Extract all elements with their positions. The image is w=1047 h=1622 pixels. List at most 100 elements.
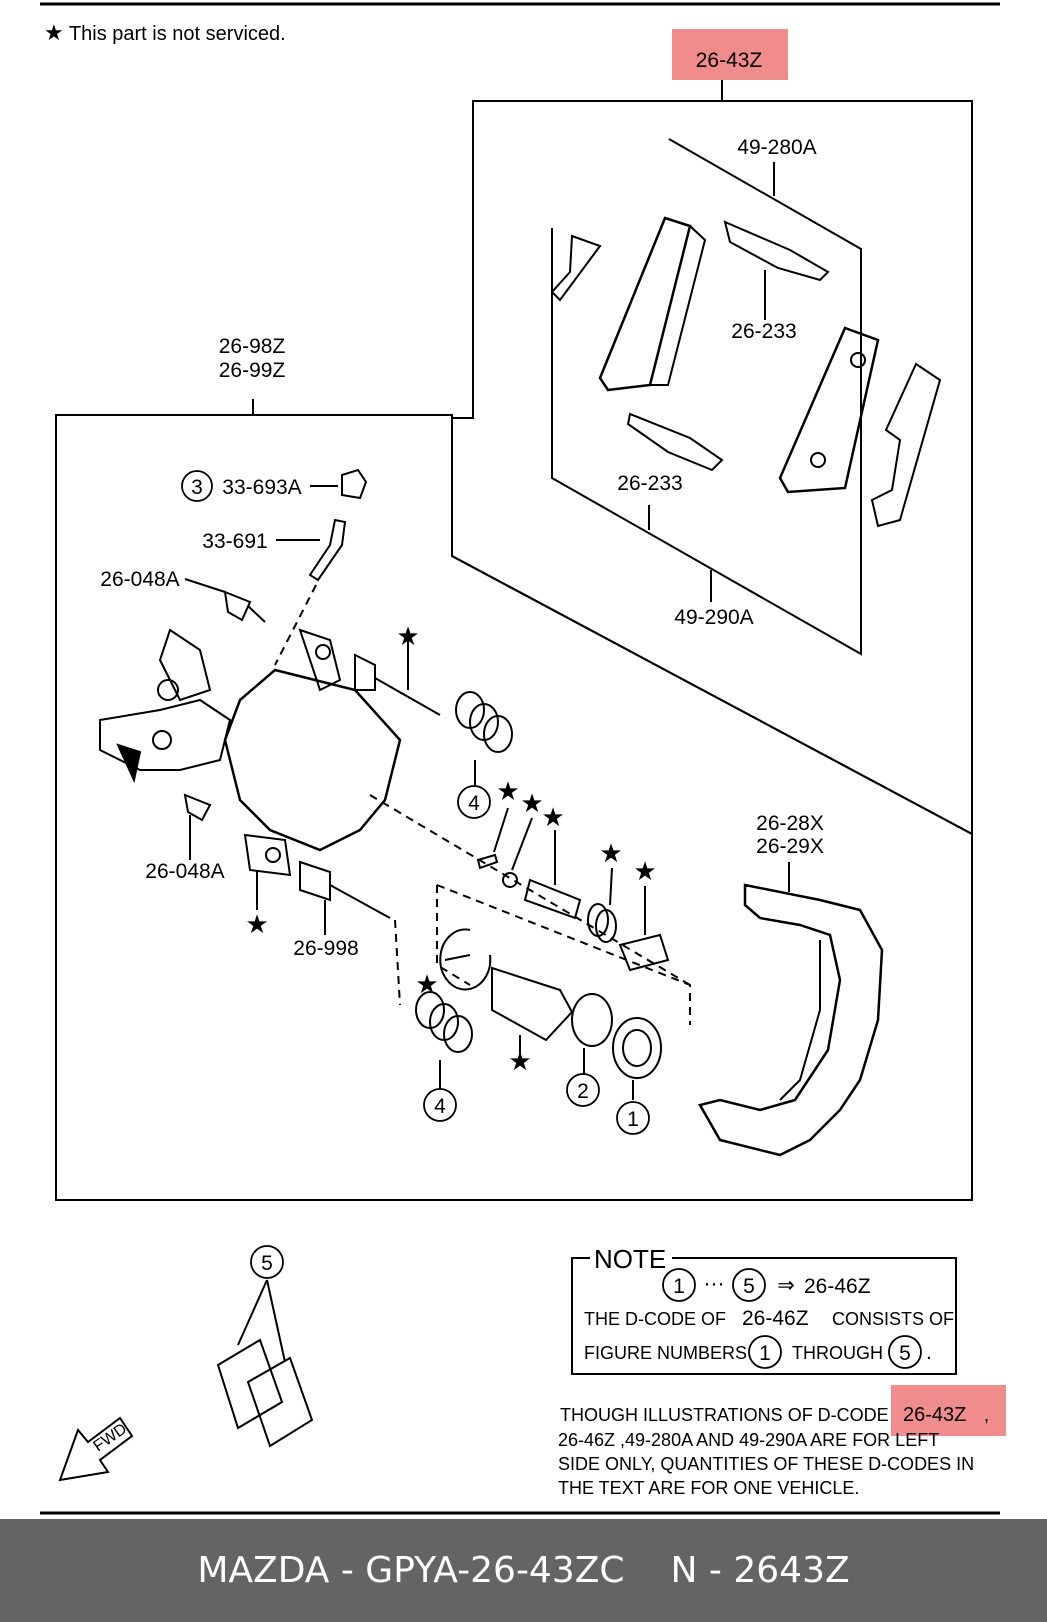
note-line1-a: THE D-CODE OF (584, 1309, 726, 1329)
highlight-kit-top (672, 29, 788, 80)
disclaimer-line1-code: 26-43Z (903, 1404, 966, 1426)
pin-small-leader (493, 807, 509, 853)
note-line2-mid: THROUGH (792, 1343, 883, 1363)
pin-lower-dash (394, 919, 401, 1006)
callout-grease-num: 5 (261, 1252, 273, 1275)
pad-outer-backing (650, 225, 707, 386)
note-line1-code: 26-46Z (742, 1307, 809, 1330)
spring-leader (609, 867, 613, 906)
shim-lower-shape (626, 412, 724, 472)
bolt-lower-shape (183, 793, 212, 822)
lever-tab (116, 743, 142, 784)
callout-shim-lower: 26-233 (617, 472, 682, 495)
bracket-inner (779, 940, 821, 1101)
o-ring (502, 872, 518, 888)
note-range-from: 1 (673, 1275, 685, 1298)
callout-boot-num: 1 (627, 1108, 639, 1131)
pad-inner-shape (778, 326, 880, 494)
cap-shape (341, 468, 368, 500)
note-line1-b: CONSISTS OF (832, 1309, 954, 1329)
pad-outer-shape (598, 216, 692, 392)
grease-number-circle (250, 1245, 284, 1279)
caliper-frame (55, 414, 973, 1201)
footer-bar: MAZDA - GPYA-26-43ZC N - 2643Z (0, 1519, 1047, 1622)
pin-lower-shaft (329, 884, 391, 919)
disclaimer-line4: THE TEXT ARE FOR ONE VEHICLE. (558, 1478, 859, 1498)
callout-kit-top: 26-43Z (696, 49, 763, 72)
star-icon-pin-small: ★ (496, 776, 519, 806)
boot-lower-number-circle (423, 1088, 457, 1122)
callout-bleeder: 33-691 (202, 530, 267, 553)
callout-caliper-l1: 26-98Z (219, 335, 286, 358)
caliper-ear-hole-top (315, 644, 331, 660)
callout-bracket-l2: 26-29X (756, 835, 824, 858)
star-icon-caliper: ★ (245, 909, 268, 939)
bolt-upper-leader (184, 578, 226, 593)
bleeder-shape (308, 518, 347, 582)
callout-cap: 33-693A (222, 476, 301, 499)
footer-part-number: MAZDA - GPYA-26-43ZC (197, 1550, 625, 1591)
note-line2-a: FIGURE NUMBERS (584, 1343, 747, 1363)
note-line2-end: . (926, 1341, 932, 1364)
star-icon-ring: ★ (415, 969, 438, 999)
pin-upper-shaft (374, 677, 441, 716)
star-icon-adjuster: ★ (541, 802, 564, 832)
number-circles (181, 470, 922, 1369)
piston-shape (491, 966, 574, 1042)
legend-text: This part is not serviced. (68, 23, 286, 45)
note-arrow: ⇒ (777, 1274, 795, 1297)
grease-packet-1 (216, 1338, 284, 1430)
shim-upper-shape (723, 220, 830, 282)
o-ring-leader (511, 817, 533, 871)
legend: ★ This part is not serviced. (44, 20, 286, 46)
callout-bolt-upper: 26-048A (100, 568, 179, 591)
disclaimer-line1-b: , (984, 1405, 989, 1425)
star-icon-stopper: ★ (633, 856, 656, 886)
disclaimer-line1-a: THOUGH ILLUSTRATIONS OF D-CODE (560, 1405, 889, 1425)
caliper-ear-hole-bottom (265, 847, 281, 863)
caliper-ear-bottom (243, 833, 292, 877)
star-icon: ★ (44, 20, 64, 45)
footer-code: N - 2643Z (670, 1550, 850, 1591)
bracket-shape (698, 883, 884, 1157)
adjuster-shape (523, 878, 582, 920)
ring-star-leader (444, 954, 471, 961)
disclaimer-line3: SIDE ONLY, QUANTITIES OF THESE D-CODES I… (558, 1454, 974, 1474)
pad-kit-frame (451, 100, 973, 836)
anti-rattle-clip-right (870, 362, 942, 528)
star-icon-pin-upper: ★ (396, 621, 419, 651)
bleeder-dash (274, 584, 317, 666)
boot-upper-shape (455, 691, 513, 753)
callout-pin: 26-998 (293, 937, 358, 960)
grease-leader-b (266, 1279, 286, 1363)
pad-inner-hole-upper (850, 352, 866, 368)
note-title: NOTE (594, 1244, 666, 1274)
note-range-code: 26-46Z (804, 1275, 871, 1298)
star-markers: ★ ★ ★ ★ ★ ★ ★ ★ ★ (245, 621, 656, 1076)
note-line2-to-circle (888, 1335, 922, 1369)
bolt-upper-thread (247, 605, 266, 623)
piston-frame (436, 884, 691, 1025)
star-icon-o-ring: ★ (520, 788, 543, 818)
lever-pivot (157, 679, 179, 701)
callout-pad-outer: 49-280A (737, 136, 816, 159)
note-line2-from-circle (748, 1335, 782, 1369)
disclaimer-line2: 26-46Z ,49-280A AND 49-290A ARE FOR LEFT (558, 1430, 939, 1450)
pin-lower-shape (299, 860, 331, 902)
note-range-to: 5 (743, 1275, 755, 1298)
callout-seal-num: 2 (577, 1080, 589, 1103)
star-icon-piston: ★ (508, 1046, 531, 1076)
callout-pad-inner: 49-290A (674, 606, 753, 629)
pad-set-frame (551, 138, 862, 656)
note-range-to-circle (732, 1268, 766, 1302)
dust-boot-outer (612, 1017, 662, 1079)
callout-caliper-l2: 26-99Z (219, 359, 286, 382)
grease-packet-2 (246, 1356, 314, 1448)
lever-cable-bracket (158, 628, 212, 702)
pin-upper-shape (354, 653, 376, 691)
anti-rattle-clip-left (550, 234, 602, 302)
callout-bolt-lower: 26-048A (145, 860, 224, 883)
note-dots: ··· (704, 1272, 725, 1295)
lever-pivot-2 (152, 730, 172, 750)
note-line2-from: 1 (759, 1342, 771, 1365)
